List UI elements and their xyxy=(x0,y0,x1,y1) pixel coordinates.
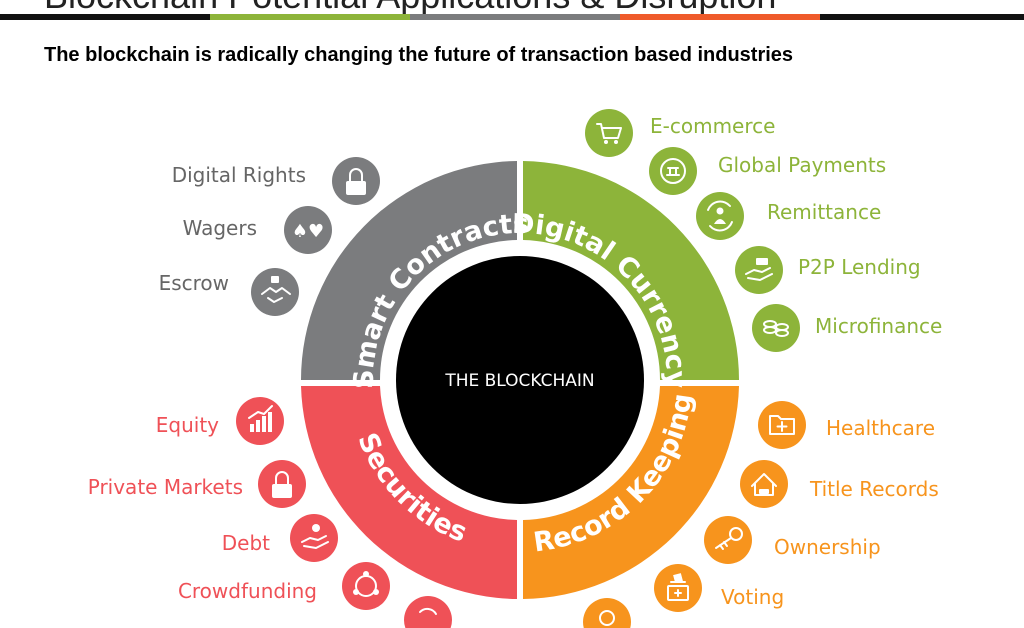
item-title-records: Title Records xyxy=(740,460,939,508)
title-bar-gray xyxy=(410,14,620,20)
people-network-icon xyxy=(353,571,379,597)
house-car-icon xyxy=(751,473,777,496)
item-label: Remittance xyxy=(767,200,881,224)
key-icon xyxy=(715,527,743,550)
item-label: Debt xyxy=(222,531,270,555)
item-global-payments: Global Payments xyxy=(649,147,886,195)
item-label: Digital Rights xyxy=(172,163,306,187)
item-escrow: Escrow xyxy=(159,268,299,316)
item-wagers: ♠♥ Wagers xyxy=(183,206,332,254)
item-debt: Debt xyxy=(222,514,338,562)
item-label: Voting xyxy=(721,585,784,609)
title-bar-green xyxy=(210,14,410,20)
item-crowdfunding: Crowdfunding xyxy=(178,562,390,610)
item-private-markets: Private Markets xyxy=(88,460,306,508)
item-healthcare: Healthcare xyxy=(758,401,935,449)
subtitle: The blockchain is radically changing the… xyxy=(44,44,794,66)
person-cycle-icon xyxy=(707,200,733,232)
title-bar-black xyxy=(0,14,210,20)
hand-money-icon xyxy=(745,258,773,281)
lightbulb-icon xyxy=(599,610,615,626)
title-bar-black-right xyxy=(820,14,1024,20)
item-label: Wagers xyxy=(183,216,257,240)
item-voting: Voting xyxy=(654,564,784,612)
item-label: Crowdfunding xyxy=(178,579,317,603)
center-label: THE BLOCKCHAIN xyxy=(444,371,594,391)
item-label: Private Markets xyxy=(88,475,243,499)
item-label: Microfinance xyxy=(815,314,942,338)
item-e-commerce: E-commerce xyxy=(585,109,775,157)
page-title: Blockchain Potential Applications & Disr… xyxy=(44,0,776,14)
segment-digital-currency xyxy=(523,161,739,380)
item-record-keeping-partial xyxy=(583,598,631,628)
item-equity: Equity xyxy=(156,397,284,445)
svg-text:♠♥: ♠♥ xyxy=(292,221,324,242)
item-label: Global Payments xyxy=(718,153,886,177)
item-securities-partial xyxy=(404,596,452,628)
item-ownership: Ownership xyxy=(704,516,881,564)
item-label: Ownership xyxy=(774,535,881,559)
globe-bank-icon xyxy=(660,158,686,184)
item-label: Equity xyxy=(156,413,219,437)
item-label: Title Records xyxy=(809,477,939,501)
item-label: Healthcare xyxy=(826,416,935,440)
item-label: E-commerce xyxy=(650,114,775,138)
item-microfinance: Microfinance xyxy=(752,304,942,352)
refresh-icon xyxy=(419,607,437,615)
segment-smart-contracts xyxy=(301,161,517,380)
item-p2p-lending: P2P Lending xyxy=(735,246,921,294)
item-label: P2P Lending xyxy=(798,255,921,279)
cart-icon xyxy=(596,123,622,144)
card-suits-icon: ♠♥ xyxy=(292,221,324,242)
coins-icon xyxy=(763,320,789,337)
title-bar-orange xyxy=(620,14,820,20)
item-label: Escrow xyxy=(159,271,229,295)
segment-securities xyxy=(301,386,517,599)
hand-icon xyxy=(301,524,329,549)
item-remittance: Remittance xyxy=(696,192,881,240)
bar-chart-icon xyxy=(248,405,273,432)
center-circle xyxy=(396,256,644,504)
item-digital-rights: Digital Rights xyxy=(172,157,380,205)
medical-folder-icon xyxy=(769,415,795,435)
ballot-box-icon xyxy=(667,573,689,601)
handshake-icon xyxy=(261,276,291,303)
lock-icon xyxy=(272,471,292,498)
segment-record-keeping xyxy=(523,386,739,599)
lock-icon xyxy=(346,168,366,195)
